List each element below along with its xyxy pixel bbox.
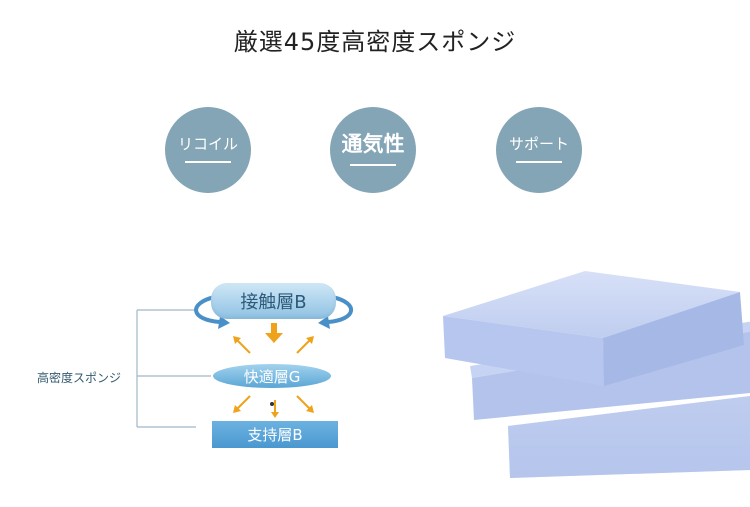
support-layer-label: 支持層B xyxy=(247,426,303,444)
page-title: 厳選45度高密度スポンジ xyxy=(233,28,517,56)
swirl-right-arrowhead-icon xyxy=(318,316,330,329)
swirl-left-icon xyxy=(194,295,221,324)
pressure-arrows xyxy=(233,323,314,418)
feature-recoil-label: リコイル xyxy=(177,135,238,153)
foam-slab-top xyxy=(443,271,744,386)
feature-underline xyxy=(350,164,396,166)
foam-slab-bottom xyxy=(508,396,750,478)
feature-underline xyxy=(516,161,562,163)
comfort-layer: 快適層G xyxy=(213,364,331,388)
feature-breathability-badge: 通気性 xyxy=(330,107,416,193)
swirl-left-arrowhead-icon xyxy=(218,316,230,329)
feature-recoil-badge: リコイル xyxy=(165,107,251,193)
swirl-right-icon xyxy=(327,295,354,324)
feature-underline xyxy=(185,161,231,163)
contact-layer: 接触層B xyxy=(211,283,336,319)
bracket-lines xyxy=(136,309,211,428)
comfort-layer-label: 快適層G xyxy=(243,367,301,386)
support-layer: 支持層B xyxy=(212,421,338,448)
feature-support-label: サポート xyxy=(508,135,569,153)
high-density-sponge-label: 高密度スポンジ xyxy=(37,371,122,385)
feature-support-badge: サポート xyxy=(496,107,582,193)
feature-breathability-label: 通気性 xyxy=(341,132,405,156)
contact-layer-label: 接触層B xyxy=(240,292,307,313)
